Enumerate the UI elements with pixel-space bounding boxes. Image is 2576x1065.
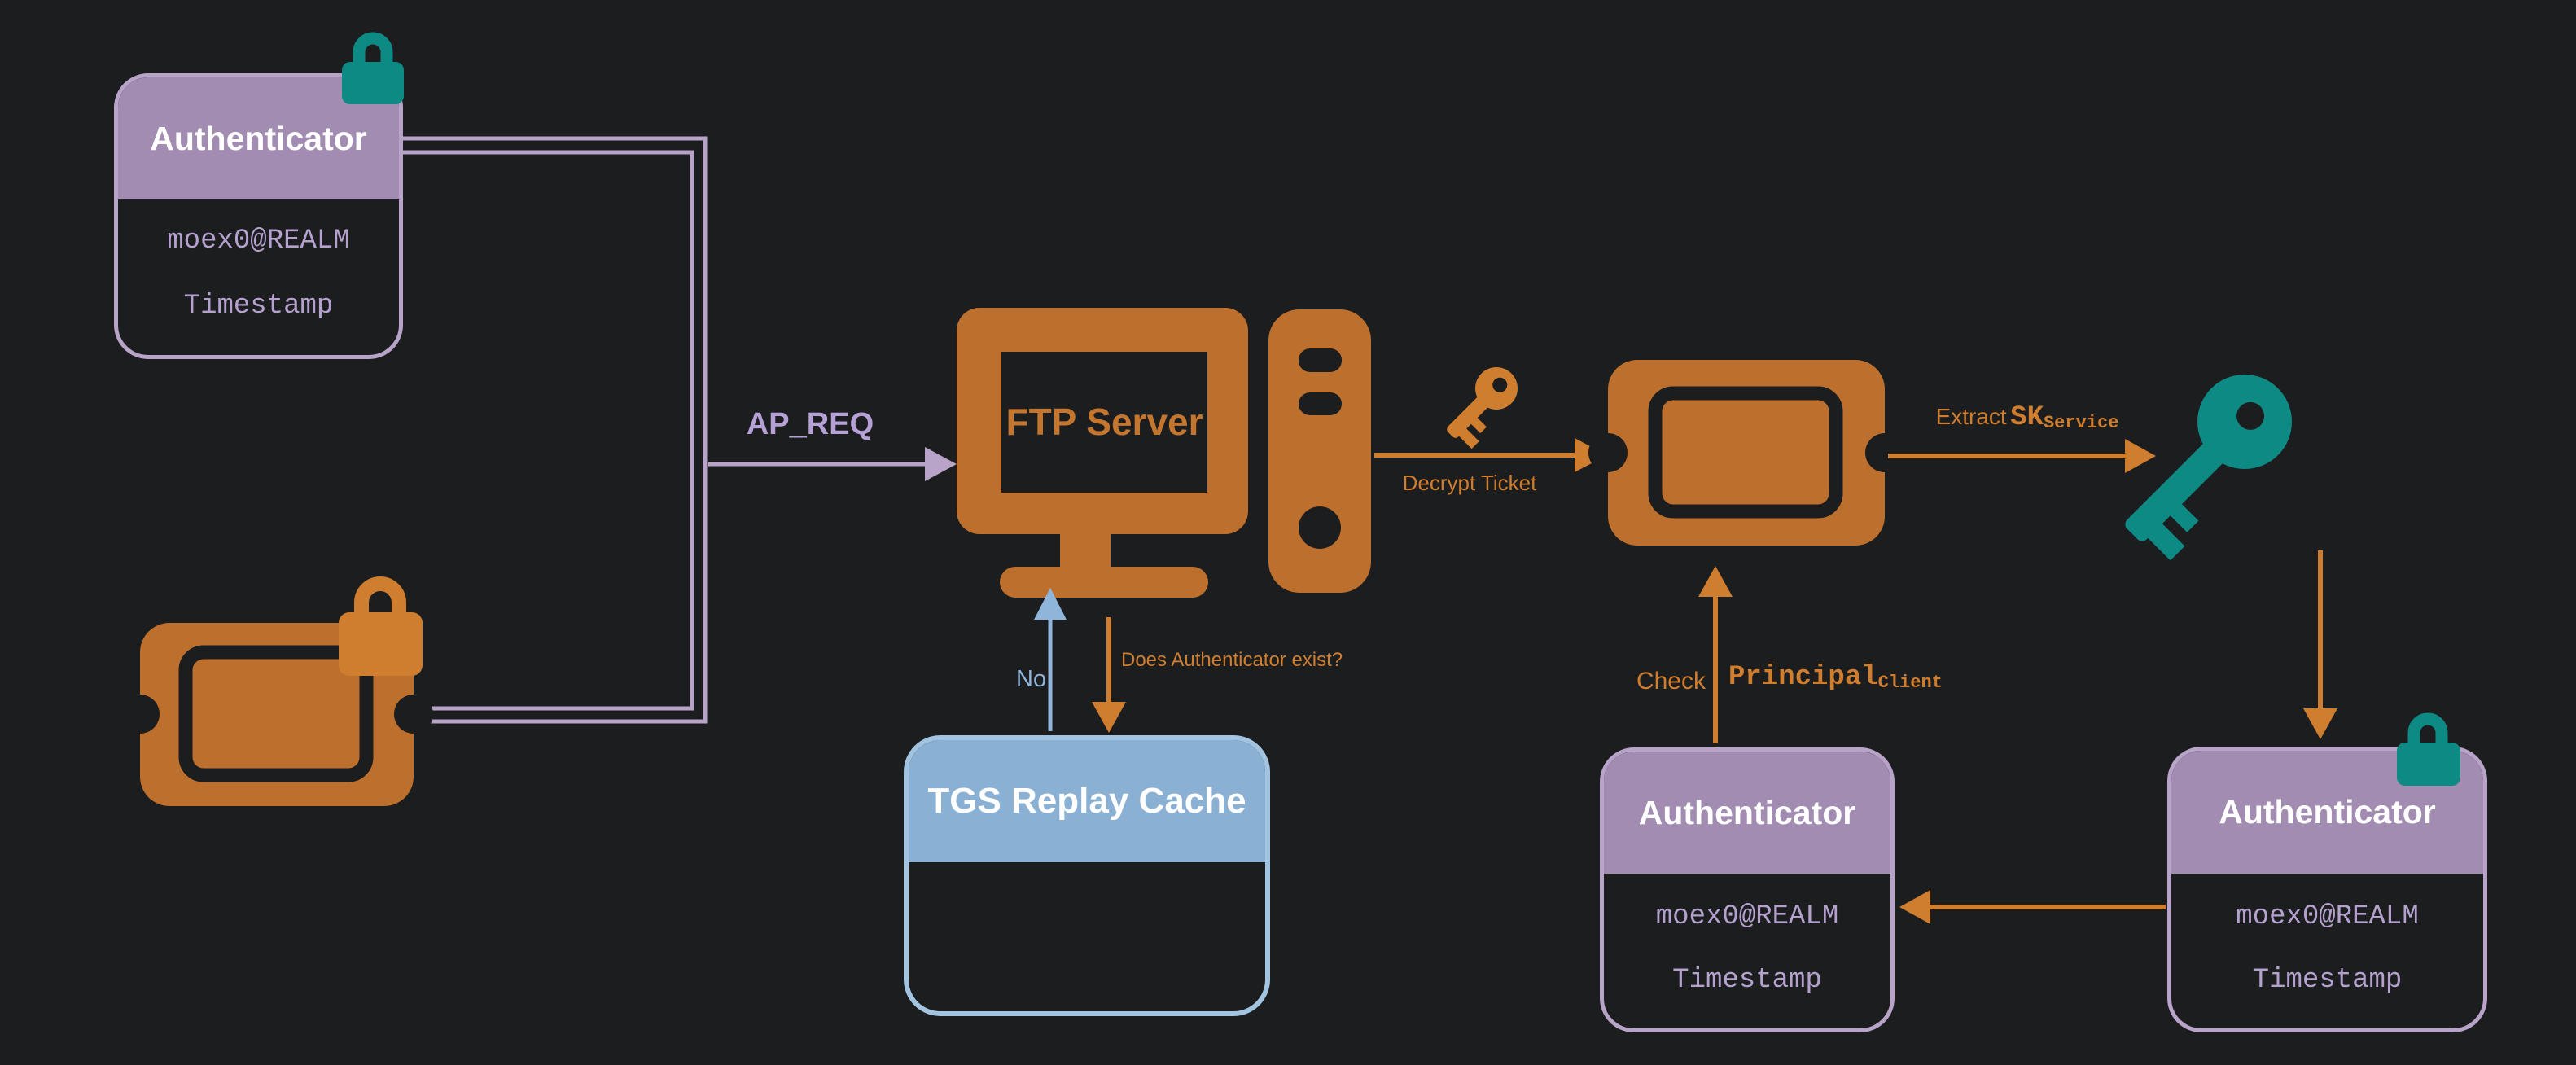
extract-sk-arrow <box>1888 439 2156 473</box>
tgs-replay-cache-title: TGS Replay Cache <box>909 740 1265 862</box>
check-key-subscript: Client <box>1877 673 1943 694</box>
ticket-icon <box>1588 360 1904 546</box>
checked-authenticator-title: Authenticator <box>1604 752 1890 874</box>
ap-req-channel-lines <box>403 136 708 724</box>
key-icon <box>1447 367 1518 449</box>
authenticator-exist-arrow <box>1092 617 1126 733</box>
received-timestamp-text: Timestamp <box>2252 965 2403 996</box>
extract-sk-label: Extract SKService <box>1905 402 2149 433</box>
decrypt-ticket-label: Decrypt Ticket <box>1402 471 1537 495</box>
server-tower-icon <box>1268 309 1371 593</box>
ticket-icon <box>120 623 433 806</box>
client-authenticator-title: Authenticator <box>118 77 399 199</box>
check-principal-label: PrincipalClient <box>1728 662 1943 693</box>
tgs-replay-cache-box: TGS Replay Cache <box>904 735 1270 1016</box>
client-timestamp-text: Timestamp <box>183 291 334 322</box>
decrypt-ticket-arrow <box>1374 438 1607 472</box>
client-principal-text: moex0@REALM <box>167 226 350 256</box>
check-key-text: Principal <box>1728 662 1878 693</box>
client-authenticator-box: Authenticator moex0@REALM Timestamp <box>114 73 403 359</box>
checked-authenticator-box: Authenticator moex0@REALM Timestamp <box>1600 747 1895 1032</box>
authenticator-transfer-arrow <box>1899 890 2166 924</box>
no-label: No <box>1016 666 1047 692</box>
received-principal-text: moex0@REALM <box>2236 901 2419 932</box>
lock-icon <box>339 576 423 676</box>
ftp-server-label: FTP Server <box>1005 400 1203 443</box>
check-principal-arrow <box>1698 566 1733 743</box>
check-action-label: Check <box>1636 668 1706 695</box>
extract-key-text: SK <box>2010 402 2044 433</box>
checked-principal-text: moex0@REALM <box>1655 901 1839 932</box>
ap-req-arrow <box>708 447 957 481</box>
key-to-authenticator-arrow <box>2303 550 2337 739</box>
does-authenticator-exist-label: Does Authenticator exist? <box>1121 649 1343 671</box>
extract-key-subscript: Service <box>2043 413 2119 434</box>
checked-timestamp-text: Timestamp <box>1672 965 1822 996</box>
ap-req-label: AP_REQ <box>746 407 874 441</box>
received-authenticator-title: Authenticator <box>2171 751 2483 874</box>
received-authenticator-box: Authenticator moex0@REALM Timestamp <box>2167 747 2487 1032</box>
no-reply-arrow <box>1034 588 1067 731</box>
key-icon <box>2125 375 2292 561</box>
extract-action-text: Extract <box>1935 404 2007 429</box>
